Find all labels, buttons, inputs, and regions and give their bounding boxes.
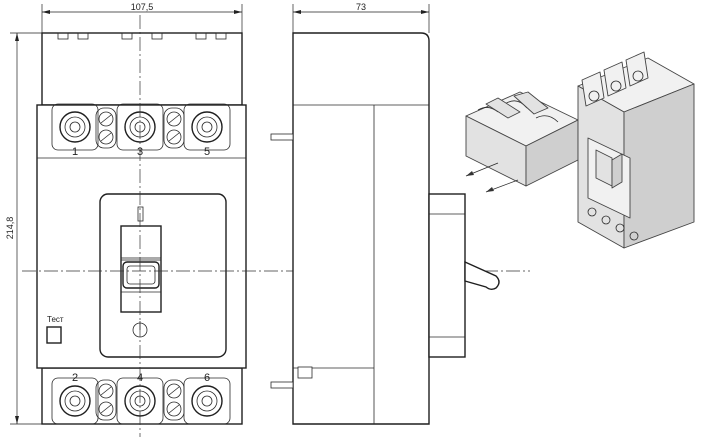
width-dimension: 107,5 (41, 2, 243, 33)
assembly-arrows (465, 162, 519, 193)
handle-panel (99, 193, 227, 358)
test-label: Тест (47, 315, 64, 324)
side-view (270, 32, 500, 425)
aux-screws-bottom-right (163, 379, 185, 421)
front-view: 1 3 5 (36, 32, 247, 425)
terminal-2 (51, 377, 99, 425)
width-value: 107,5 (131, 2, 154, 12)
iso-breaker-body (577, 51, 695, 249)
height-value: 214,8 (5, 217, 15, 240)
side-body (292, 32, 430, 425)
operating-handle[interactable] (120, 225, 162, 313)
top-terminal-cover (41, 32, 243, 106)
detached-terminal-cover (465, 91, 579, 187)
terminal-label-1: 1 (72, 146, 78, 158)
mount-pin-top (270, 133, 294, 141)
depth-dimension: 73 (292, 2, 430, 33)
terminal-label-5: 5 (204, 146, 210, 158)
isometric-view (465, 51, 695, 249)
test-button[interactable] (46, 326, 62, 344)
terminal-1 (51, 103, 99, 151)
handle-housing-profile (428, 193, 466, 358)
aux-screws-top-left (95, 107, 117, 149)
terminal-label-6: 6 (204, 372, 210, 384)
terminal-label-2: 2 (72, 372, 78, 384)
terminal-6 (183, 377, 231, 425)
bottom-terminals: 2 4 6 (51, 372, 231, 425)
position-indicator (137, 206, 144, 222)
top-cover-slots (57, 32, 227, 40)
aux-screws-bottom-left (95, 379, 117, 421)
aux-screws-top-right (163, 107, 185, 149)
height-dimension: 214,8 (5, 32, 42, 425)
depth-value: 73 (356, 2, 366, 12)
handle-lever-profile (464, 260, 500, 290)
mount-pin-bottom (270, 381, 294, 389)
